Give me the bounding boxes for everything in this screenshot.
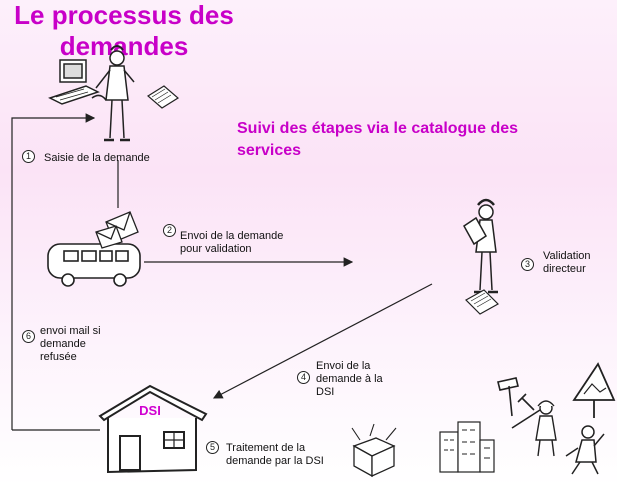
- return-arrow: [11, 113, 96, 430]
- step-5-number: 5: [206, 441, 219, 454]
- diagram-subtitle: Suivi des étapes via le catalogue des se…: [237, 120, 519, 159]
- step-4-number: 4: [297, 371, 310, 384]
- arrow-to-dsi: [212, 283, 433, 399]
- computer-icon: [48, 59, 107, 105]
- step-3-label: Validation directeur: [543, 250, 591, 275]
- tools-icon: [497, 377, 541, 429]
- box-icon: [351, 423, 397, 478]
- catalogue-book-icon: [146, 85, 180, 109]
- step-2-number: 2: [163, 224, 176, 237]
- warning-sign-icon: [572, 362, 616, 418]
- step-1-number: 1: [22, 150, 35, 163]
- step-1-label: Saisie de la demande: [44, 152, 150, 164]
- dsi-house-icon: [98, 384, 208, 474]
- step-2-label: Envoi de la demande pour validation: [180, 230, 284, 255]
- director-figure-icon: [463, 198, 498, 294]
- buildings-icon: [439, 421, 495, 473]
- step-5-label: Traitement de la demande par la DSI: [226, 442, 324, 467]
- user-figure-icon: [95, 45, 135, 142]
- climber-icon: [565, 425, 605, 475]
- step-4-label: Envoi de la demande à la DSI: [316, 360, 383, 398]
- dsi-house-label: DSI: [139, 403, 161, 418]
- catalogue-book-icon-2: [465, 289, 499, 315]
- worker-icon: [535, 400, 557, 457]
- bus-icon: [47, 243, 141, 287]
- envelope-icon: [95, 211, 139, 249]
- diagram-title: Le processus des demandes: [14, 0, 234, 61]
- step-6-number: 6: [22, 330, 35, 343]
- step-3-number: 3: [521, 258, 534, 271]
- step-6-label: envoi mail si demande refusée: [40, 325, 101, 363]
